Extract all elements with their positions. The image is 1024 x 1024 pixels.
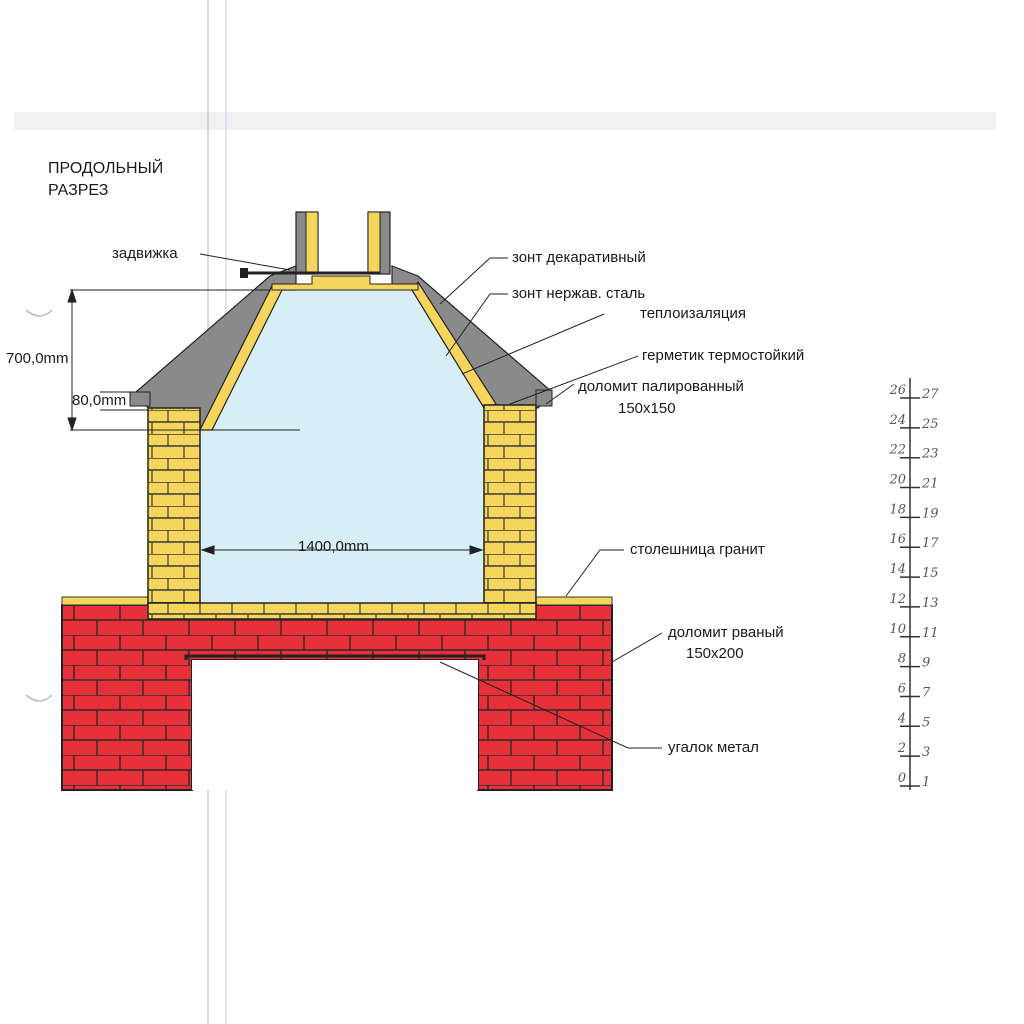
scale-label-left: 14 — [889, 562, 906, 577]
scale-label-right: 7 — [922, 685, 931, 700]
scale-label-right: 5 — [922, 715, 930, 730]
label-countertop: столешница гранит — [630, 541, 765, 558]
scale-label-right: 19 — [922, 506, 939, 521]
scale-label-left: 22 — [888, 443, 906, 458]
yellow-wall-left — [147, 407, 201, 606]
polished-dolomite-right — [535, 389, 553, 407]
yellow-floor — [147, 602, 537, 620]
scale-label-right: 3 — [922, 745, 930, 760]
scale-label-left: 4 — [897, 711, 906, 726]
scale-label-right: 11 — [922, 626, 939, 641]
dimension-step-label: 80,0mm — [72, 392, 127, 409]
yellow-wall-right — [483, 404, 537, 606]
scale-label-right: 15 — [922, 566, 939, 581]
insulation-top — [271, 275, 419, 291]
label-hood-steel: зонт нержав. сталь — [512, 285, 646, 302]
scale-label-left: 6 — [898, 681, 906, 696]
scale-label-right: 9 — [922, 656, 930, 671]
punch-hole-top — [25, 309, 53, 317]
red-brick-base — [61, 604, 613, 791]
scale-label-right: 13 — [922, 596, 939, 611]
scale-label-right: 1 — [922, 775, 930, 790]
label-dolomite-polished-size: 150x150 — [618, 400, 676, 417]
punch-hole-bottom — [25, 694, 53, 702]
label-dolomite-rough-size: 150x200 — [686, 645, 744, 662]
scale-label-right: 21 — [921, 477, 939, 492]
label-sealant: герметик термостойкий — [642, 347, 805, 364]
polished-dolomite-left — [129, 391, 151, 407]
leader-lines — [199, 253, 663, 749]
dimension-width — [200, 545, 484, 555]
dimension-step — [100, 391, 148, 411]
scan-top-shade — [14, 112, 996, 130]
chimney — [295, 211, 391, 275]
label-angle: угалок метал — [668, 739, 759, 756]
label-damper: задвижка — [112, 245, 178, 262]
scale-label-left: 18 — [889, 502, 906, 517]
scale-label-left: 24 — [888, 413, 906, 428]
base-opening — [192, 660, 478, 790]
scale-label-left: 2 — [897, 741, 906, 756]
scale-label-left: 26 — [888, 383, 906, 398]
scale-label-right: 17 — [922, 536, 939, 551]
scale-label-left: 10 — [889, 622, 906, 637]
scale-label-left: 16 — [889, 532, 906, 547]
dimension-width-label: 1400,0mm — [298, 538, 369, 555]
label-dolomite-polished: доломит палированный — [578, 378, 744, 395]
label-insulation: теплоизаляция — [640, 305, 746, 322]
scale-label-left: 12 — [889, 592, 906, 607]
label-hood-decorative: зонт декаративный — [512, 249, 646, 266]
scale-label-left: 20 — [888, 473, 906, 488]
scale-label-left: 8 — [898, 652, 906, 667]
scale-label-right: 27 — [921, 387, 939, 402]
scale-label-left: 0 — [898, 771, 906, 786]
metal-angle — [184, 654, 486, 660]
title-line-1: ПРОДОЛЬНЫЙ — [48, 160, 164, 177]
scale-label-right: 25 — [921, 417, 939, 432]
title-line-2: РАЗРЕЗ — [48, 182, 109, 199]
dimension-height-label: 700,0mm — [6, 350, 69, 367]
damper-rod — [240, 268, 380, 278]
label-dolomite-rough: доломит рваный — [668, 624, 784, 641]
scale-label-right: 23 — [921, 447, 939, 462]
oven-interior — [200, 288, 484, 605]
dimension-height — [67, 288, 300, 432]
